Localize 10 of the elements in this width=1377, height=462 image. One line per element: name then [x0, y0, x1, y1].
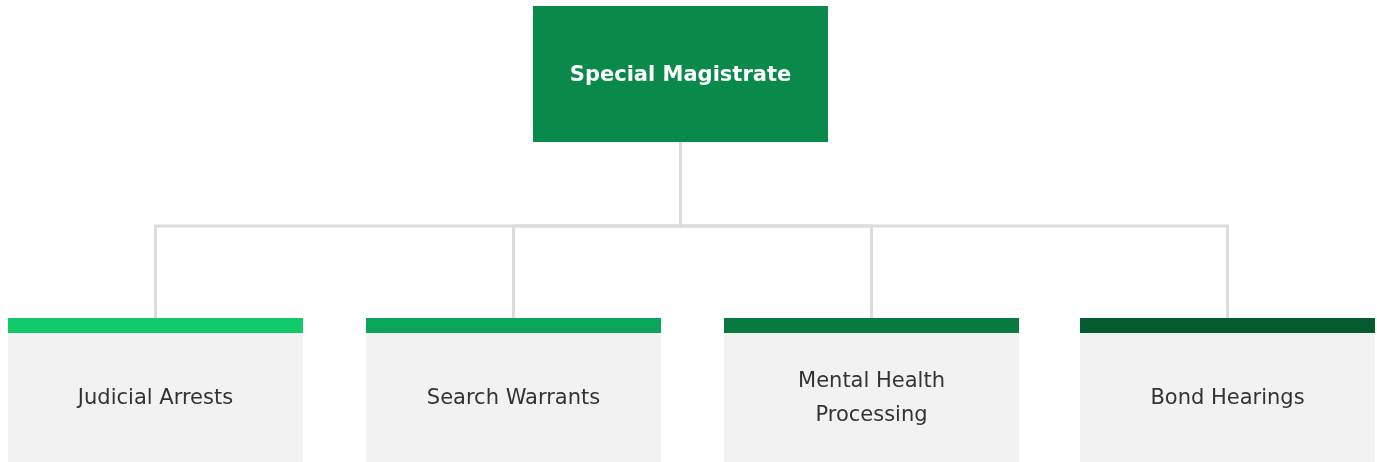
- card-label: Judicial Arrests: [77, 383, 234, 411]
- title-label: Special Magistrate: [569, 62, 792, 86]
- card-label: Search Warrants: [426, 383, 601, 411]
- category-card: [366, 318, 661, 462]
- category-card: [724, 318, 1019, 462]
- header-box: [533, 6, 828, 142]
- category-card: [8, 318, 303, 462]
- card-label: Mental Health Processing: [797, 366, 946, 428]
- category-card: [1080, 318, 1375, 462]
- card-label: Bond Hearings: [1150, 383, 1305, 411]
